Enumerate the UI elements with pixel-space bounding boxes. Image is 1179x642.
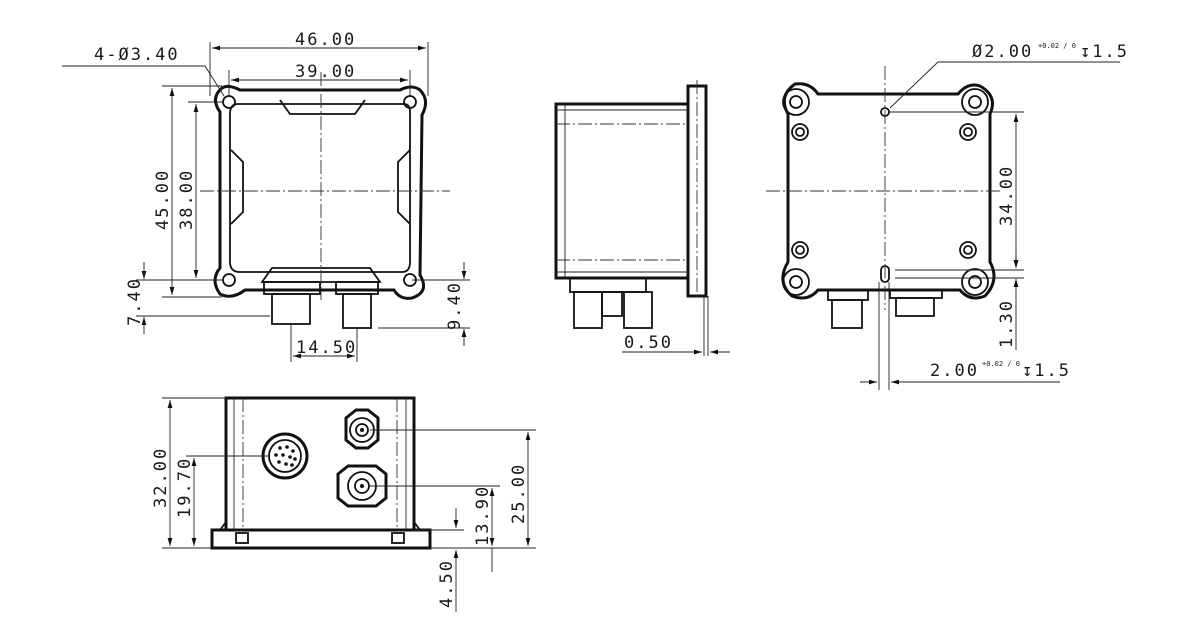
dim-flange-gap: 0.50 [624,333,673,353]
dim-round-connector-height: 19.70 [175,457,195,518]
top-view-outline [213,84,427,300]
top-view-left-rib [230,149,244,225]
dim-hole-callout: 4-Ø3.40 [94,45,180,65]
dim-hole-spacing-y: 38.00 [177,169,197,230]
coax-upper [344,408,380,450]
rear-mount-hole [782,88,810,116]
rear-screw [791,241,809,259]
coax-lower [336,464,388,508]
dim-rear-hole-spacing: 34.00 [997,165,1017,226]
rear-screw [959,241,977,259]
dim-overall-height: 45.00 [153,169,173,230]
dim-lower-coax-height: 13.90 [473,485,493,546]
rear-mount-hole [782,268,810,296]
mounting-hole [403,95,417,109]
dim-pin-hole-depth: ↧1.5 [1080,42,1129,62]
front-view: 32.00 19.70 25.00 13.90 4.50 [151,396,536,612]
dim-bottom-offset: 7.40 [125,277,145,326]
round-connector-pins [274,445,297,467]
dim-hole-spacing-x: 39.00 [295,62,356,82]
rear-screw [791,123,809,141]
side-view-flange [686,84,708,298]
mounting-hole [222,273,236,287]
dim-slot-offset: 1.30 [997,299,1017,348]
rear-view: Ø2.00 +0.02 / 0 ↧1.5 34.00 1.30 2.00 +0.… [766,42,1129,390]
dim-slot-depth: ↧1.5 [1022,361,1071,381]
dim-front-height: 32.00 [151,447,171,508]
rear-mount-hole [961,88,989,116]
dim-pin-hole: Ø2.00 [972,42,1033,62]
top-view-inner-outline [229,103,411,273]
dim-pin-hole-tolerance: +0.02 / 0 [1038,42,1076,50]
rear-view-outline [781,82,996,300]
dim-overall-width: 46.00 [295,30,356,50]
connector-left-body [271,293,311,325]
side-view: 0.50 [554,80,730,356]
rear-screw [959,123,977,141]
top-view-right-rib [397,149,411,225]
connector-right [335,281,379,295]
side-connector-right [623,291,653,329]
dim-slot-tolerance: +0.02 / 0 [982,360,1020,368]
side-view-body [554,102,690,280]
dim-connector-spacing: 14.50 [296,338,357,358]
rear-mount-hole [961,268,989,296]
dim-slot-width: 2.00 [930,361,979,381]
mounting-hole [222,95,236,109]
side-connector-mid [601,291,623,317]
connector-right-body [342,293,372,329]
side-connector [569,277,647,293]
front-view-body [224,396,416,532]
connector-left [263,281,321,295]
dim-upper-coax-height: 25.00 [509,463,529,524]
top-view: 46.00 39.00 4-Ø3.40 45.00 38.00 7.40 9.4… [62,30,470,362]
side-connector-left [573,291,603,329]
dim-base-height: 4.50 [437,559,457,608]
top-view-upper-tab [279,99,366,115]
dim-connector-offset: 9.40 [445,281,465,330]
